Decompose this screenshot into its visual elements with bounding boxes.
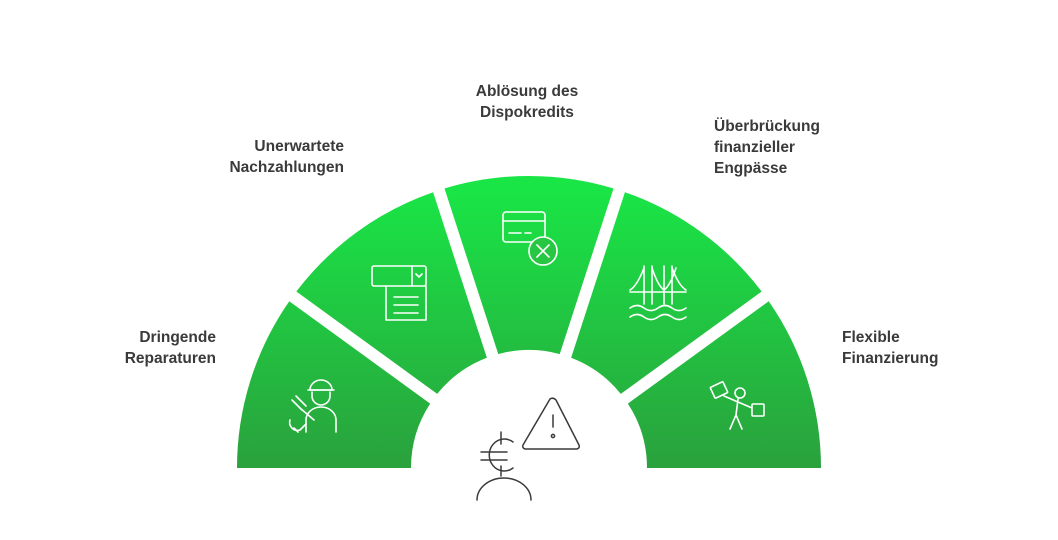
label-dringende-reparaturen: Dringende Reparaturen: [124, 329, 216, 367]
invoice-document-icon: [371, 265, 427, 321]
label-abloesung-dispokredit: Ablösung des Dispokredits: [475, 83, 579, 121]
segment-unerwartete-nachzahlungen: [296, 192, 487, 394]
label-unerwartete-nachzahlungen: Unerwartete Nachzahlungen: [229, 138, 344, 176]
warning-triangle-icon: [522, 397, 580, 450]
segment-dringende-reparaturen: [237, 301, 431, 468]
card-cancel-icon: [502, 211, 558, 266]
label-ueberbrueckung-engpaesse: Überbrückung finanzieller Engpässe: [714, 118, 820, 177]
bridge-over-water-icon: [629, 265, 687, 321]
worker-with-wrench-icon: [288, 379, 337, 433]
label-flexible-finanzierung: Flexible Finanzierung: [842, 329, 939, 367]
juggling-person-icon: [709, 381, 765, 430]
segment-abloesung-dispokredit: [444, 176, 614, 355]
euro-person-icon: [476, 431, 532, 501]
segment-ueberbrueckung-engpaesse: [571, 192, 762, 394]
